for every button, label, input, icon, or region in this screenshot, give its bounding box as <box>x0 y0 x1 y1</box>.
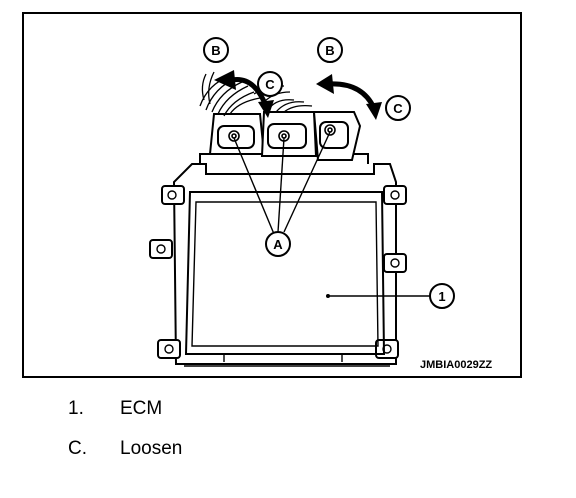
callout-b-right: B <box>317 37 343 63</box>
callout-a: A <box>265 231 291 257</box>
legend-item-text: ECM <box>120 398 163 419</box>
callout-c-left-label: C <box>265 77 275 92</box>
legend-item-number: C. <box>68 438 87 459</box>
callout-a-label: A <box>273 237 283 252</box>
callout-one-label: 1 <box>438 289 445 304</box>
callout-one: 1 <box>429 283 455 309</box>
legend-item-text: Loosen <box>120 438 183 459</box>
callout-b-left: B <box>203 37 229 63</box>
callout-c-right-label: C <box>393 101 403 116</box>
callout-c-left: C <box>257 71 283 97</box>
ecm-illustration: B C B C A 1 JMBIA0029ZZ <box>149 37 492 371</box>
figure-code: JMBIA0029ZZ <box>420 359 492 371</box>
ecm-housing <box>149 163 407 365</box>
ecm-figure: B C B C A 1 JMBIA0029ZZ <box>22 12 522 378</box>
legend-item-number: 1. <box>68 398 84 419</box>
callout-b-right-label: B <box>325 43 334 58</box>
connector-bolts <box>228 124 336 142</box>
callout-b-left-label: B <box>211 43 220 58</box>
callout-c-right: C <box>385 95 411 121</box>
rotation-arrows <box>231 77 377 110</box>
leader-lines <box>233 131 430 297</box>
